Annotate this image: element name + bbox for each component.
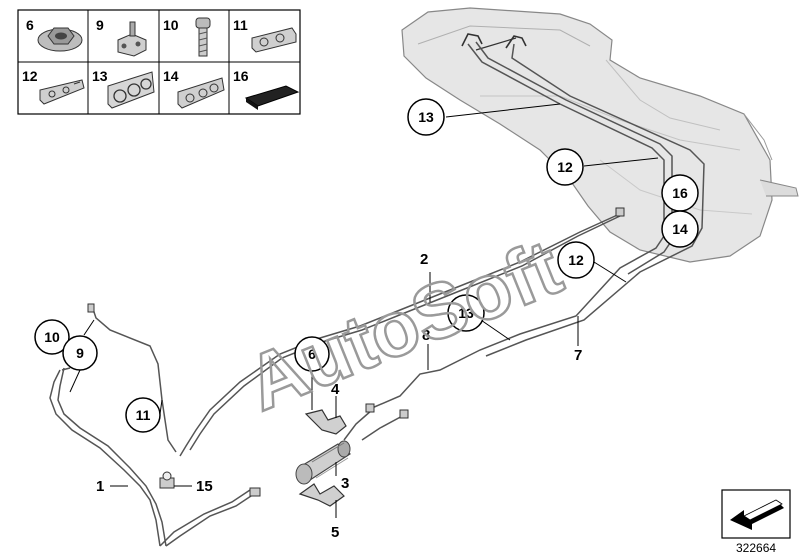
line-2 [179, 211, 625, 457]
foam-pad-icon [244, 85, 300, 110]
fuel-tank [401, 7, 799, 263]
return-line-8 [485, 43, 705, 357]
callout-16: 16 [661, 174, 699, 212]
callout-12-lower: 12 [557, 241, 595, 279]
label-5: 5 [331, 524, 339, 541]
legend-label-12: 12 [22, 68, 38, 84]
tank-body [401, 7, 773, 263]
multi-clip-icon [177, 77, 225, 109]
bracket-5 [298, 483, 345, 507]
reference-number: 322664 [736, 541, 776, 555]
legend-label-14: 14 [163, 68, 179, 84]
callout-10-label: 10 [44, 329, 60, 345]
label-4: 4 [331, 381, 340, 398]
line-clip-icon [39, 79, 85, 105]
nut-icon [37, 27, 83, 52]
callout-10: 10 [34, 319, 70, 355]
legend-label-6: 6 [26, 17, 34, 33]
legend-label-13: 13 [92, 68, 108, 84]
label-8: 8 [422, 327, 430, 344]
callout-12-upper: 12 [546, 148, 584, 186]
watermark-text: AutoSoft [235, 222, 573, 427]
direction-arrow-box [721, 489, 791, 539]
legend-label-10: 10 [163, 17, 179, 33]
tank-mount-tab [759, 179, 799, 197]
bracket-4 [304, 409, 347, 435]
callout-12-lower-label: 12 [568, 252, 584, 268]
callout-16-label: 16 [672, 185, 688, 201]
legend-label-16: 16 [233, 68, 249, 84]
label-3: 3 [341, 475, 349, 492]
callout-13-lower-label: 13 [458, 305, 474, 321]
callout-9-label: 9 [76, 345, 84, 361]
double-clip-icon [251, 27, 297, 53]
callout-13-upper: 13 [407, 98, 445, 136]
label-2: 2 [420, 251, 428, 268]
label-15: 15 [196, 478, 213, 495]
label-7: 7 [574, 347, 582, 364]
screw-icon [195, 17, 211, 57]
triple-clip-icon [107, 71, 155, 109]
feed-line-7 [371, 43, 665, 409]
couplings [87, 207, 625, 497]
feed-line-7b [475, 41, 673, 275]
leader-lines [69, 103, 659, 518]
parts-legend-grid: 6 9 10 11 12 13 14 16 [17, 9, 301, 115]
connector-15 [159, 471, 175, 489]
label-1: 1 [96, 478, 104, 495]
callout-6-label: 6 [308, 346, 316, 362]
legend-label-11: 11 [233, 17, 248, 33]
line-1 [49, 369, 161, 547]
callout-9: 9 [62, 335, 98, 371]
callout-11: 11 [125, 397, 161, 433]
callout-13-upper-label: 13 [418, 109, 434, 125]
callout-14-label: 14 [672, 221, 688, 237]
bracket-clip-icon [117, 21, 147, 57]
callout-6: 6 [294, 336, 330, 372]
fuel-lines [49, 41, 705, 547]
legend-label-9: 9 [96, 17, 104, 33]
callout-13-lower: 13 [447, 294, 485, 332]
callout-14: 14 [661, 210, 699, 248]
line-11 [91, 305, 177, 453]
callout-11-label: 11 [136, 407, 151, 423]
callout-12-upper-label: 12 [557, 159, 573, 175]
fuel-filter [295, 440, 352, 485]
